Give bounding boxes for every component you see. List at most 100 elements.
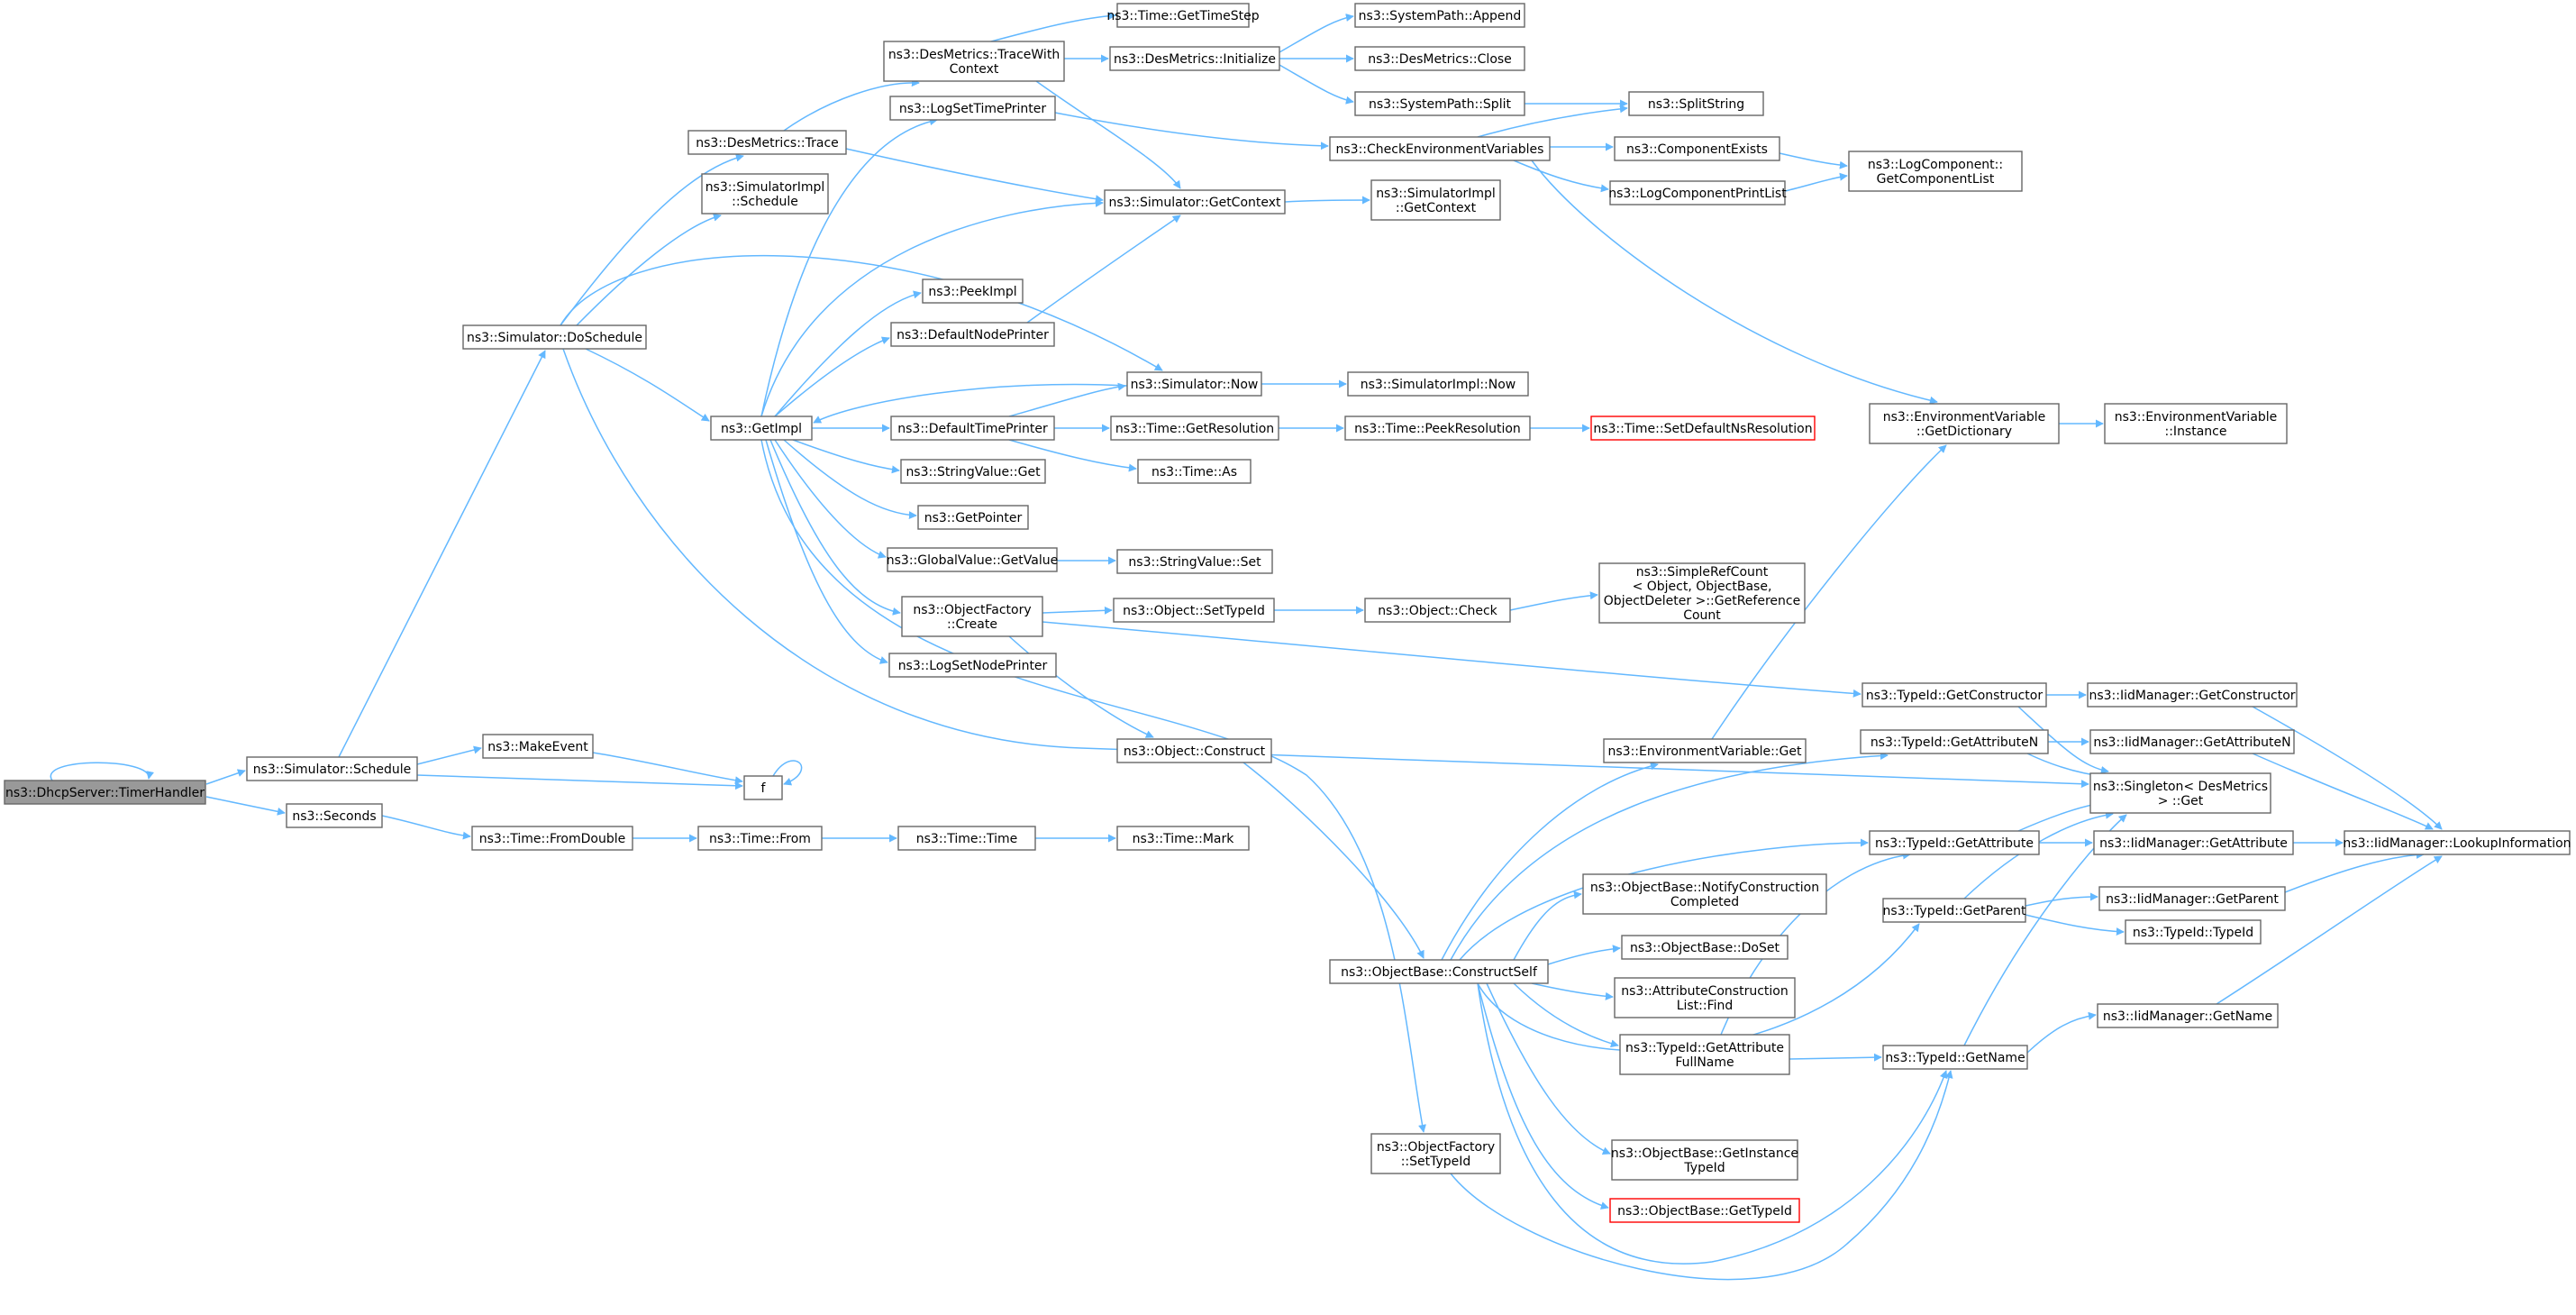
node-box-syspath_append[interactable] [1354, 3, 1525, 28]
node-deftime[interactable]: ns3::DefaultTimePrinter [890, 416, 1055, 441]
node-f[interactable]: f [743, 775, 783, 800]
node-envvar_get[interactable]: ns3::EnvironmentVariable::Get [1603, 738, 1807, 763]
node-iid_getparent[interactable]: ns3::IidManager::GetParent [2098, 886, 2286, 911]
node-box-stringvalue_get[interactable] [900, 459, 1046, 484]
node-box-iid_getattribute[interactable] [2093, 830, 2294, 855]
node-box-setdefaultns[interactable] [1590, 416, 1816, 441]
node-box-seconds[interactable] [286, 803, 383, 828]
node-box-time_time[interactable] [897, 826, 1036, 851]
node-seconds[interactable]: ns3::Seconds [286, 803, 383, 828]
node-sim_getcontext[interactable]: ns3::Simulator::GetContext [1104, 189, 1286, 215]
node-box-objbase_constructself[interactable] [1329, 959, 1549, 984]
node-box-logcompprintlist[interactable] [1609, 180, 1786, 205]
node-box-typeid_getname[interactable] [1882, 1045, 2028, 1070]
node-box-componentexists[interactable] [1614, 136, 1780, 161]
node-box-logsettime[interactable] [889, 96, 1056, 121]
node-simimpl_getcontext[interactable]: ns3::SimulatorImpl::GetContext [1370, 179, 1501, 221]
node-checkenv[interactable]: ns3::CheckEnvironmentVariables [1329, 136, 1551, 161]
node-box-globalvalue[interactable] [887, 547, 1058, 572]
node-box-typeid_getattributen[interactable] [1860, 729, 2049, 754]
node-box-simplerefcount[interactable] [1598, 562, 1806, 624]
node-box-getpointer[interactable] [917, 505, 1029, 530]
node-logsettime[interactable]: ns3::LogSetTimePrinter [889, 96, 1056, 121]
node-box-timerhandler[interactable] [4, 780, 206, 805]
node-box-typeid_getattribute[interactable] [1869, 830, 2040, 855]
node-typeid_getconstructor[interactable]: ns3::TypeId::GetConstructor [1861, 682, 2047, 708]
node-box-sim_schedule[interactable] [246, 756, 418, 781]
node-box-doschedule[interactable] [462, 324, 647, 350]
node-envvar_instance[interactable]: ns3::EnvironmentVariable::Instance [2104, 403, 2288, 444]
node-box-splitstring[interactable] [1628, 91, 1764, 116]
node-box-typeid_getparent[interactable] [1882, 898, 2026, 923]
node-logcompprintlist[interactable]: ns3::LogComponentPrintList [1608, 180, 1787, 205]
node-box-simimpl_getcontext[interactable] [1370, 179, 1501, 221]
node-box-envvar_getdict[interactable] [1869, 403, 2060, 444]
node-box-iid_lookup[interactable] [2344, 830, 2571, 855]
node-box-objbase_doset[interactable] [1621, 935, 1789, 960]
node-sim_now[interactable]: ns3::Simulator::Now [1126, 371, 1262, 397]
node-simplerefcount[interactable]: ns3::SimpleRefCount< Object, ObjectBase,… [1598, 562, 1806, 624]
node-typeid_getattributen[interactable]: ns3::TypeId::GetAttributeN [1860, 729, 2049, 754]
node-globalvalue[interactable]: ns3::GlobalValue::GetValue [887, 547, 1058, 572]
node-box-tracewith[interactable] [883, 41, 1065, 82]
node-time_mark[interactable]: ns3::Time::Mark [1116, 826, 1250, 851]
node-syspath_split[interactable]: ns3::SystemPath::Split [1354, 91, 1525, 116]
node-time_as[interactable]: ns3::Time::As [1137, 459, 1252, 484]
node-makeevent[interactable]: ns3::MakeEvent [482, 734, 594, 759]
node-box-desm_init[interactable] [1109, 46, 1280, 71]
node-doschedule[interactable]: ns3::Simulator::DoSchedule [462, 324, 647, 350]
node-desm_init[interactable]: ns3::DesMetrics::Initialize [1109, 46, 1280, 71]
node-getpointer[interactable]: ns3::GetPointer [917, 505, 1029, 530]
node-box-fromdouble[interactable] [471, 826, 633, 851]
node-box-envvar_get[interactable] [1603, 738, 1807, 763]
node-box-getinstancetypeid[interactable] [1611, 1139, 1798, 1181]
node-box-time_mark[interactable] [1116, 826, 1250, 851]
node-box-sim_now[interactable] [1126, 371, 1262, 397]
node-defnode[interactable]: ns3::DefaultNodePrinter [890, 322, 1055, 347]
node-box-time_as[interactable] [1137, 459, 1252, 484]
node-iid_getattributen[interactable]: ns3::IidManager::GetAttributeN [2089, 729, 2295, 754]
node-box-typeid_getattrfullname[interactable] [1619, 1034, 1790, 1075]
node-iid_lookup[interactable]: ns3::IidManager::LookupInformation [2343, 830, 2571, 855]
node-box-desm_trace[interactable] [687, 130, 847, 155]
node-box-sim_getcontext[interactable] [1104, 189, 1286, 215]
node-box-checkenv[interactable] [1329, 136, 1551, 161]
node-box-iid_getattributen[interactable] [2089, 729, 2295, 754]
node-objfactory_create[interactable]: ns3::ObjectFactory::Create [901, 596, 1043, 637]
node-peekimpl[interactable]: ns3::PeekImpl [922, 279, 1024, 304]
node-box-simimpl_now[interactable] [1347, 371, 1529, 397]
node-box-singleton_get[interactable] [2089, 772, 2271, 814]
node-box-makeevent[interactable] [482, 734, 594, 759]
node-box-desm_close[interactable] [1354, 46, 1525, 71]
node-stringvalue_set[interactable]: ns3::StringValue::Set [1116, 549, 1273, 574]
node-obj_check[interactable]: ns3::Object::Check [1364, 598, 1511, 623]
node-timerhandler[interactable]: ns3::DhcpServer::TimerHandler [4, 780, 206, 805]
node-obj_construct[interactable]: ns3::Object::Construct [1116, 738, 1272, 763]
node-simimpl_now[interactable]: ns3::SimulatorImpl::Now [1347, 371, 1529, 397]
node-getimpl[interactable]: ns3::GetImpl [710, 416, 813, 441]
node-gettimestep[interactable]: ns3::Time::GetTimeStep [1106, 3, 1260, 28]
node-objbase_constructself[interactable]: ns3::ObjectBase::ConstructSelf [1329, 959, 1549, 984]
node-box-iid_getconstructor[interactable] [2087, 682, 2298, 708]
node-typeid_typeid[interactable]: ns3::TypeId::TypeId [2125, 919, 2262, 945]
node-obj_settypeid[interactable]: ns3::Object::SetTypeId [1113, 598, 1275, 623]
node-box-attrconstruction[interactable] [1614, 977, 1796, 1018]
node-box-objfactory_create[interactable] [901, 596, 1043, 637]
node-objbase_doset[interactable]: ns3::ObjectBase::DoSet [1621, 935, 1789, 960]
node-componentexists[interactable]: ns3::ComponentExists [1614, 136, 1780, 161]
node-box-deftime[interactable] [890, 416, 1055, 441]
node-box-stringvalue_set[interactable] [1116, 549, 1273, 574]
node-sim_schedule[interactable]: ns3::Simulator::Schedule [246, 756, 418, 781]
node-box-objbase_gettypeid[interactable] [1609, 1198, 1800, 1223]
node-desm_close[interactable]: ns3::DesMetrics::Close [1354, 46, 1525, 71]
node-time_time[interactable]: ns3::Time::Time [897, 826, 1036, 851]
node-box-peekresolution[interactable] [1344, 416, 1531, 441]
node-box-getresolution[interactable] [1110, 416, 1279, 441]
node-box-objfactory_settypeid[interactable] [1370, 1133, 1501, 1174]
node-getresolution[interactable]: ns3::Time::GetResolution [1110, 416, 1279, 441]
node-iid_getconstructor[interactable]: ns3::IidManager::GetConstructor [2087, 682, 2298, 708]
